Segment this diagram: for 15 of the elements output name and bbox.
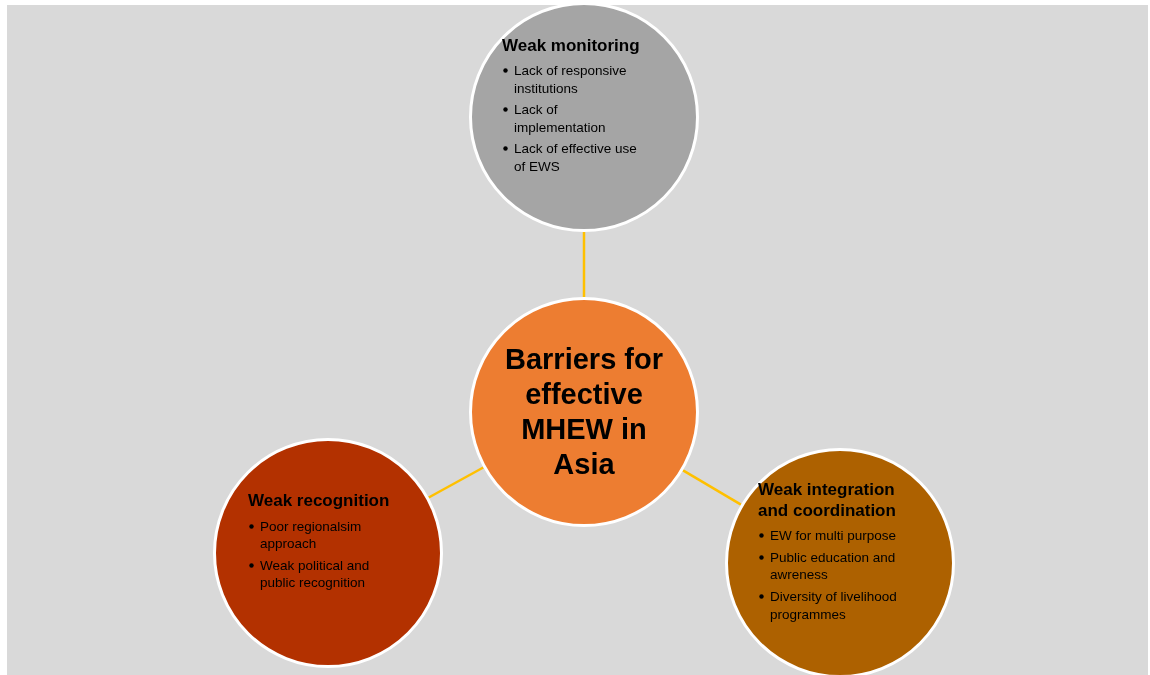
bullet-item: Poor regionalsim approach	[260, 518, 362, 552]
connector-line	[582, 232, 586, 297]
bullet-item: Lack of implementation	[514, 102, 606, 135]
connector-line	[682, 469, 742, 506]
central-title: Barriers for effective MHEW in Asia	[504, 342, 664, 482]
bullet-item: Public education and awreness	[770, 549, 896, 583]
circle-heading: Weak integration and coordination	[758, 478, 897, 522]
bullet-item: Diversity of livelihood programmes	[770, 589, 897, 622]
bullet-item: Lack of responsive institutions	[514, 63, 627, 96]
bullet-item: EW for multi purpose	[770, 528, 897, 544]
circle-heading: Weak monitoring	[502, 34, 640, 56]
bullet-item: Weak political and public recognition	[260, 557, 370, 591]
circle-heading: Weak recognition	[248, 490, 390, 512]
bullet-item: Lack of effective use of EWS	[514, 141, 637, 174]
connector-line	[428, 466, 484, 499]
